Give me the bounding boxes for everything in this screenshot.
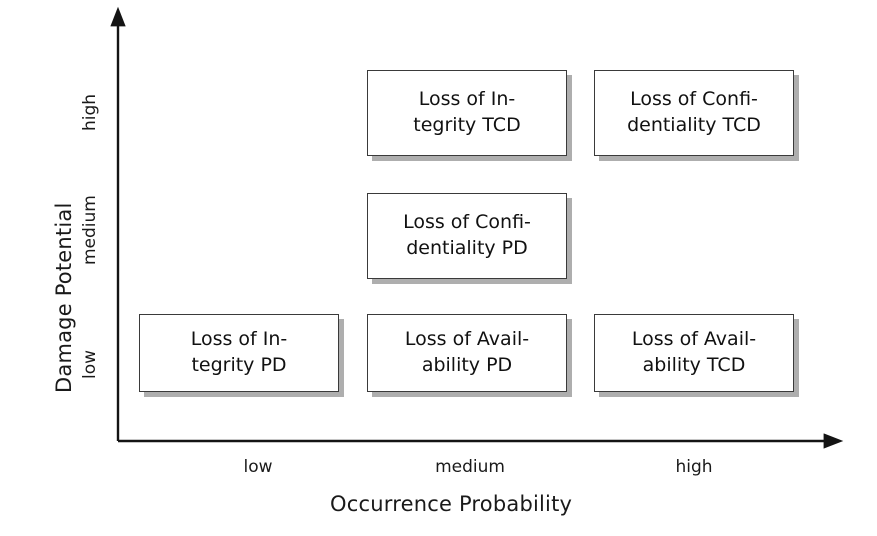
cell-text-line-2: dentiality TCD [627,114,761,136]
cell-medium-low[interactable]: Loss of Avail- ability PD [367,314,567,392]
x-tick-high: high [675,457,713,477]
cell-text-line-1: Loss of In- [418,88,516,111]
cell-low-low[interactable]: Loss of In- tegrity PD [139,314,339,392]
cell-text-line-1: Loss of Confi- [403,211,531,234]
cell-text-line-2: ability PD [421,354,513,376]
cell-text-line-2: tegrity TCD [413,114,521,136]
x-axis-title: Occurrence Probability [330,492,573,516]
y-tick-low: low [80,349,100,379]
x-tick-low: low [243,457,273,477]
cell-medium-high[interactable]: Loss of In- tegrity TCD [367,70,567,156]
cell-text-line-2: dentiality PD [406,237,528,259]
cell-high-high[interactable]: Loss of Confi- dentiality TCD [594,70,794,156]
y-tick-high: high [80,93,100,131]
cell-text-line-2: ability TCD [642,354,746,376]
cell-medium-medium[interactable]: Loss of Confi- dentiality PD [367,193,567,279]
cell-text-line-2: tegrity PD [191,354,287,376]
x-tick-medium: medium [435,457,505,477]
y-axis-title: Damage Potential [52,202,76,394]
cell-text-line-1: Loss of Avail- [404,328,530,351]
y-tick-medium: medium [80,195,100,265]
cell-text-line-1: Loss of Avail- [631,328,757,351]
cell-text-line-1: Loss of In- [190,328,288,351]
cell-text-line-1: Loss of Confi- [630,88,758,111]
cell-high-low[interactable]: Loss of Avail- ability TCD [594,314,794,392]
